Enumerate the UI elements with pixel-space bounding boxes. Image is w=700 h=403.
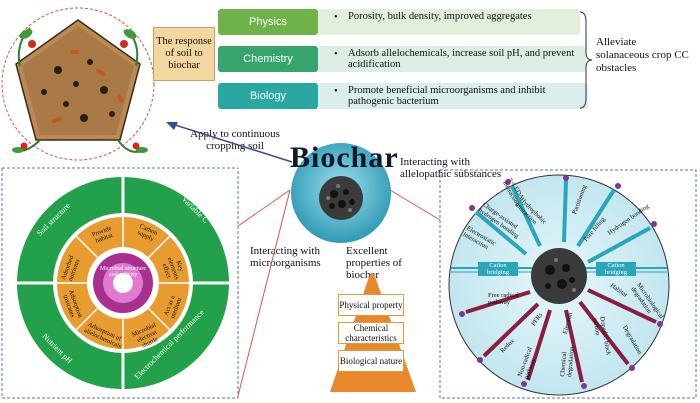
label-free-radical: Free radical pathway xyxy=(488,292,519,306)
bullet-icon: • xyxy=(334,49,338,60)
adsorption-circle xyxy=(448,174,670,396)
soil-response-label: The response of soil to biochar xyxy=(153,27,215,81)
bullet-icon: • xyxy=(334,86,338,97)
chemistry-description: •Adsorb allelochemicals, increase soil p… xyxy=(318,46,586,72)
label-cation-bridging-right: Cation bridging xyxy=(604,262,628,276)
left-frame xyxy=(1,167,291,399)
biochar-title: Biochar xyxy=(290,141,399,174)
outcome-label: Alleviate solanaceous crop CC obstacles xyxy=(596,36,689,74)
label-cation-bridging-left: Cation bridging xyxy=(486,262,510,276)
microbial-circle xyxy=(17,177,229,389)
physics-description: •Porosity, bulk density, improved aggreg… xyxy=(318,9,580,35)
property-physical: Physical property xyxy=(338,294,404,316)
property-biological: Biological nature xyxy=(338,350,404,372)
allelopathic-link-label: Interacting with allelopathic substances xyxy=(400,156,502,180)
category-chemistry: Chemistry xyxy=(218,46,318,72)
right-frame xyxy=(389,169,697,399)
properties-link-label: Excellent properties of biochar xyxy=(346,245,402,281)
microorganisms-link-label: Interacting with microorganisms xyxy=(250,245,321,269)
bullet-icon: • xyxy=(334,12,338,23)
soil-illustration xyxy=(1,7,155,161)
core-label: Microbial structure and activity xyxy=(99,266,147,278)
right-brace xyxy=(579,11,593,109)
apply-arrow xyxy=(166,122,293,163)
biochar-center xyxy=(291,143,391,243)
property-chemical: Chemical characteristics xyxy=(338,322,404,344)
category-physics: Physics xyxy=(218,9,318,35)
biology-description: •Promote beneficial microorganisms and i… xyxy=(318,83,588,109)
category-biology: Biology xyxy=(218,83,318,109)
